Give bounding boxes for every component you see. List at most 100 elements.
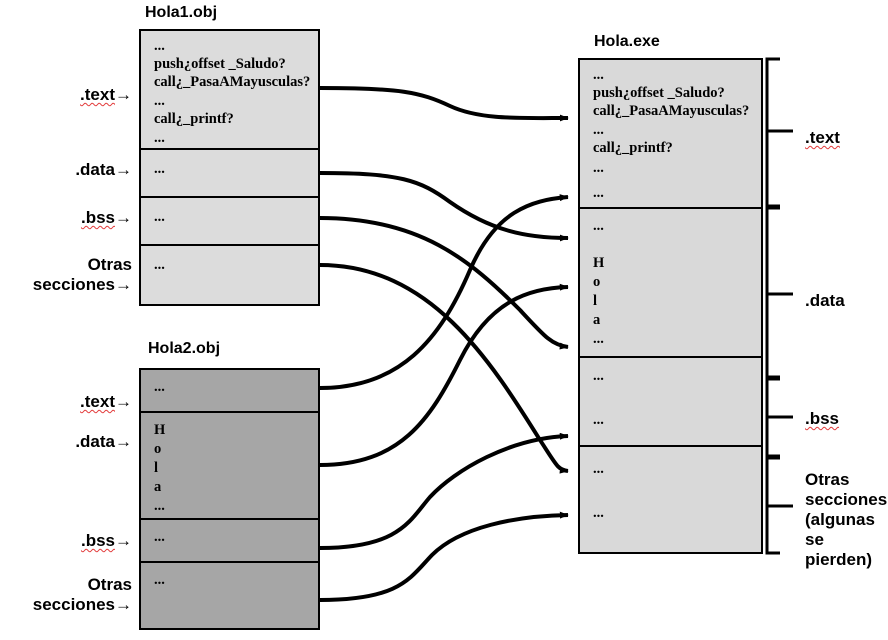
exe-data-char-1: H xyxy=(593,255,605,271)
label-exe-otras-line3: (algunas xyxy=(805,510,875,530)
hola1-section-text: ... push¿offset _Saludo? call¿_PasaAMayu… xyxy=(141,31,318,150)
push-arg: ¿offset _Saludo? xyxy=(183,56,286,72)
label-obj2-text: .text→ xyxy=(0,392,132,412)
hola2-obj-box: ... H o l a ... ... ... xyxy=(139,368,320,630)
link-obj2-bss-to-exe-bss xyxy=(319,432,569,550)
label-exe-text: .text xyxy=(805,128,840,148)
label-obj2-otras-line1: Otras xyxy=(87,575,132,594)
exe-data-char-2: o xyxy=(593,274,601,290)
call-keyword-2: call xyxy=(154,111,176,127)
label-obj2-text-arrow: → xyxy=(115,392,132,411)
exe-text-line-2: push¿offset _Saludo? xyxy=(593,85,725,102)
exe-call-keyword-2: call xyxy=(593,140,615,156)
exe-data-char-3: l xyxy=(593,293,598,309)
label-obj2-data-arrow: → xyxy=(115,432,132,451)
exe-text-line-7: ... xyxy=(593,185,604,201)
exe-bss-dots-1: ... xyxy=(593,368,604,384)
hola2-bss-dots: ... xyxy=(154,529,165,545)
label-exe-bss-value: .bss xyxy=(805,409,840,428)
hola2-data-char-1: H xyxy=(154,422,166,438)
label-obj1-data: .data→ xyxy=(0,160,132,180)
exe-bss-dots-2: ... xyxy=(593,412,604,428)
label-obj1-data-arrow: → xyxy=(115,160,132,179)
label-obj1-text: .text→ xyxy=(0,85,132,105)
exe-section-data: ... H o l a ... xyxy=(580,209,761,358)
hola2-data-char-4: a xyxy=(154,479,162,495)
label-exe-otras-line2: secciones xyxy=(805,490,888,510)
exe-data-dots-1: ... xyxy=(593,218,604,234)
hola2-section-otras: ... xyxy=(141,563,318,628)
link-obj2-otras-to-exe-otras xyxy=(319,511,569,602)
hola1-section-bss: ... xyxy=(141,198,318,246)
exe-call-keyword: call xyxy=(593,103,615,119)
label-obj2-bss-arrow: → xyxy=(115,531,132,550)
exe-section-otras: ... ... xyxy=(580,447,761,552)
holaexe-title: Hola.exe xyxy=(594,33,660,50)
label-obj1-otras-line1: Otras xyxy=(87,255,132,274)
hola2-data-char-3: l xyxy=(154,460,159,476)
bracket-exe-text xyxy=(765,57,780,208)
hola2-otras-dots: ... xyxy=(154,572,165,588)
hola1-text-line-4: ... xyxy=(154,93,165,109)
link-obj1-data-to-exe-data xyxy=(319,171,569,242)
label-obj2-bss-value: .bss xyxy=(80,531,115,550)
hola1-obj-title: Hola1.obj xyxy=(145,4,218,21)
hola2-data-char-2: o xyxy=(154,441,162,457)
link-obj1-otras-to-exe-otras xyxy=(319,263,569,474)
label-obj1-text-arrow: → xyxy=(115,85,132,104)
hola1-section-data: ... xyxy=(141,150,318,198)
hola1-text-line-3: call¿_PasaAMayusculas? xyxy=(154,74,310,91)
hola2-obj-title: Hola2.obj xyxy=(148,340,221,357)
exe-data-char-4: a xyxy=(593,312,601,328)
hola2-section-text: ... xyxy=(141,370,318,413)
hola1-text-line-6: ... xyxy=(154,130,165,146)
push-keyword: push xyxy=(154,56,184,72)
label-exe-bss: .bss xyxy=(805,409,839,429)
call-arg-1: ¿_PasaAMayusculas? xyxy=(175,74,311,90)
bracket-exe-bss xyxy=(765,377,780,458)
link-obj1-bss-to-exe-bss xyxy=(319,216,569,350)
exe-text-line-1: ... xyxy=(593,67,604,83)
exe-section-bss: ... ... xyxy=(580,358,761,447)
label-obj1-otras-line2: secciones xyxy=(32,275,115,295)
exe-text-line-4: ... xyxy=(593,122,604,138)
link-obj2-text-to-exe-text xyxy=(319,194,569,390)
label-obj2-data-value: .data xyxy=(75,432,115,451)
label-obj2-otras-arrow: → xyxy=(115,595,132,615)
label-obj1-bss: .bss→ xyxy=(0,208,132,228)
exe-text-line-5: call¿_printf? xyxy=(593,140,673,157)
label-obj1-otras-arrow: → xyxy=(115,275,132,295)
label-obj1-bss-arrow: → xyxy=(115,208,132,227)
bracket-exe-data xyxy=(765,206,780,379)
exe-text-line-3: call¿_PasaAMayusculas? xyxy=(593,103,749,120)
hola1-text-line-1: ... xyxy=(154,38,165,54)
label-exe-otras-line1: Otras xyxy=(805,470,850,489)
label-exe-otras-line5: pierden) xyxy=(805,550,873,570)
hola2-data-dots: ... xyxy=(154,498,165,514)
hola1-data-dots: ... xyxy=(154,161,165,177)
exe-call-arg-2: ¿_printf? xyxy=(614,140,673,156)
exe-text-line-6: ... xyxy=(593,160,604,176)
holaexe-box: ... push¿offset _Saludo? call¿_PasaAMayu… xyxy=(578,58,763,554)
exe-otras-dots-1: ... xyxy=(593,461,604,477)
link-obj1-text-to-exe-text xyxy=(319,86,569,122)
call-arg-2: ¿_printf? xyxy=(175,111,234,127)
label-obj2-otras-line2: secciones xyxy=(32,595,115,615)
exe-data-dots-2: ... xyxy=(593,331,604,347)
label-exe-otras-line4: se xyxy=(805,530,824,550)
exe-push-arg: ¿offset _Saludo? xyxy=(622,85,725,101)
hola1-otras-dots: ... xyxy=(154,257,165,273)
hola1-section-otras: ... xyxy=(141,246,318,304)
hola2-text-dots: ... xyxy=(154,379,165,395)
label-obj1-data-value: .data xyxy=(75,160,115,179)
exe-push-keyword: push xyxy=(593,85,623,101)
label-exe-data-value: .data xyxy=(805,291,845,310)
label-exe-data: .data xyxy=(805,291,845,311)
label-obj1-text-value: .text xyxy=(80,85,115,104)
exe-section-text: ... push¿offset _Saludo? call¿_PasaAMayu… xyxy=(580,60,761,209)
label-exe-text-value: .text xyxy=(805,128,840,147)
hola1-bss-dots: ... xyxy=(154,209,165,225)
